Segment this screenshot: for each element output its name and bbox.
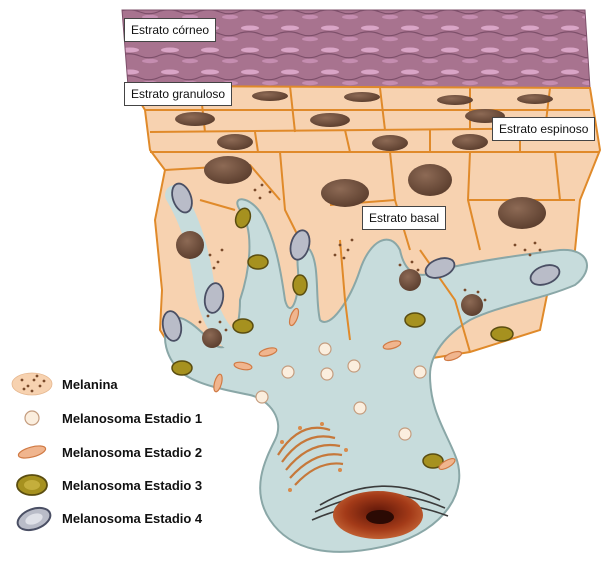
nucleus (217, 134, 253, 150)
melanin-dots-icon (8, 370, 58, 400)
nucleus (372, 135, 408, 151)
legend-item-stage-2: Melanosoma Estadio 2 (8, 438, 238, 468)
nucleolus (366, 510, 394, 524)
nucleus (321, 179, 369, 207)
nucleus (175, 112, 215, 126)
nucleus (461, 294, 483, 316)
nucleus (408, 164, 452, 196)
melanosome-stage-3-icon (8, 471, 58, 501)
label-stratum-corneum: Estrato córneo (124, 18, 216, 42)
melanosome-stage-1 (354, 402, 366, 414)
melanosome-stage-3 (248, 255, 268, 269)
melanosome-stage-3 (405, 313, 425, 327)
legend-label: Melanina (62, 377, 118, 392)
legend-label: Melanosoma Estadio 3 (62, 478, 202, 493)
nucleus (310, 113, 350, 127)
nucleus (202, 328, 222, 348)
melanosome-stage-3 (491, 327, 513, 341)
legend-item-stage-3: Melanosoma Estadio 3 (8, 471, 238, 501)
melanosome-stage-2-icon (8, 438, 58, 468)
nucleus (517, 94, 553, 104)
melanosome-stage-3 (233, 319, 253, 333)
melanosome-stage-1-icon (8, 404, 58, 434)
nucleus (252, 91, 288, 101)
label-stratum-basale: Estrato basal (362, 206, 446, 230)
nucleus (399, 269, 421, 291)
melanosome-stage-1 (256, 391, 268, 403)
label-stratum-spinosum: Estrato espinoso (492, 117, 595, 141)
nucleus (344, 92, 380, 102)
melanosome-stage-4-icon (8, 504, 58, 534)
label-stratum-granulosum: Estrato granuloso (124, 82, 232, 106)
melanosome-stage-1 (414, 366, 426, 378)
legend-label: Melanosoma Estadio 1 (62, 411, 202, 426)
legend-label: Melanosoma Estadio 2 (62, 445, 202, 460)
melanosome-stage-1 (399, 428, 411, 440)
nucleus (176, 231, 204, 259)
legend-item-stage-4: Melanosoma Estadio 4 (8, 504, 238, 534)
melanosome-stage-1 (319, 343, 331, 355)
nucleus (498, 197, 546, 229)
nucleus (204, 156, 252, 184)
legend-item-melanin: Melanina (8, 370, 238, 400)
melanosome-stage-1 (282, 366, 294, 378)
legend-label: Melanosoma Estadio 4 (62, 511, 202, 526)
nucleus (452, 134, 488, 150)
legend-item-stage-1: Melanosoma Estadio 1 (8, 404, 238, 434)
melanosome-stage-1 (321, 368, 333, 380)
melanosome-stage-3 (293, 275, 307, 295)
melanosome-stage-1 (348, 360, 360, 372)
nucleus (437, 95, 473, 105)
